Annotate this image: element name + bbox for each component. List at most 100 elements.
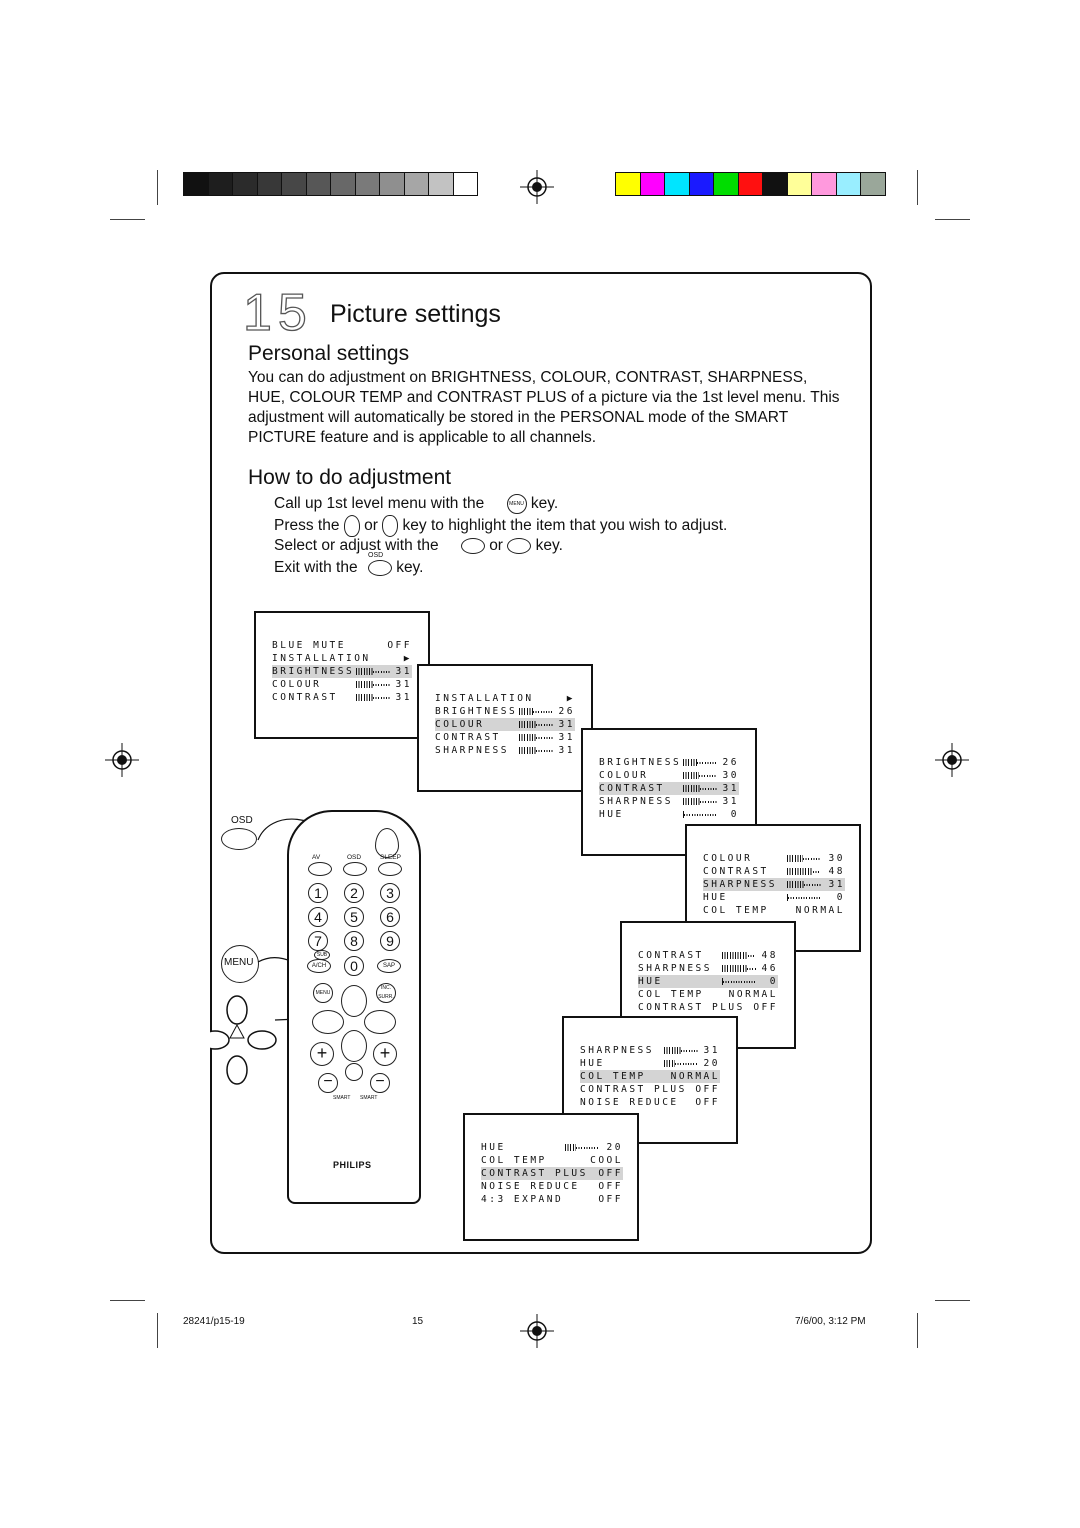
cursor-down-button[interactable] — [341, 1030, 367, 1062]
osd-row[interactable]: INSTALLATION▶ — [272, 652, 412, 665]
osd-row-highlighted[interactable]: CONTRAST 31 — [599, 782, 739, 795]
inc-surr-button[interactable]: INC. SURR. — [376, 983, 396, 1003]
osd-row-value: NORMAL — [670, 1071, 720, 1082]
gray-swatch — [453, 173, 477, 195]
up-key-icon — [343, 515, 360, 537]
osd-callout-button-icon — [221, 828, 257, 850]
osd-row-label: HUE — [481, 1142, 506, 1153]
osd-level-bar — [787, 855, 803, 862]
digit-0-button[interactable]: 0 — [344, 956, 364, 976]
ach-button[interactable]: A/CH — [307, 959, 331, 973]
digit-2-button[interactable]: 2 — [344, 883, 364, 903]
brand-logo: PHILIPS — [333, 1160, 372, 1170]
osd-row-value: 31 — [395, 666, 412, 677]
digit-4-button[interactable]: 4 — [308, 907, 328, 927]
digit-6-button[interactable]: 6 — [380, 907, 400, 927]
step-3-or: or — [489, 537, 503, 554]
digit-7-button[interactable]: 7 — [308, 931, 328, 951]
sap-button[interactable]: SAP — [377, 959, 401, 973]
digit-9-button[interactable]: 9 — [380, 931, 400, 951]
digit-8-button[interactable]: 8 — [344, 931, 364, 951]
osd-button[interactable] — [343, 862, 367, 876]
color-swatch — [738, 173, 763, 195]
volume-up-button[interactable]: + — [310, 1042, 334, 1066]
osd-level-bar-remainder — [723, 981, 756, 983]
step-4-text: Exit with the — [274, 559, 358, 576]
color-swatch — [665, 173, 690, 195]
osd-level-bar — [519, 747, 536, 754]
osd-level-bar-remainder — [748, 955, 756, 957]
osd-row-label: HUE — [580, 1058, 605, 1069]
step-4-end: key. — [396, 559, 424, 576]
channel-down-button[interactable]: − — [370, 1073, 390, 1093]
footer-file: 28241/p15-19 — [183, 1316, 245, 1327]
color-calibration-strip — [615, 172, 886, 196]
cursor-right-button[interactable] — [364, 1010, 396, 1034]
menu-button[interactable]: MENU — [313, 983, 333, 1003]
cursor-up-button[interactable] — [341, 985, 367, 1017]
cursor-left-button[interactable] — [312, 1010, 344, 1034]
section-number: 15 — [242, 283, 313, 342]
gray-swatch — [184, 173, 209, 195]
osd-row-label: CONTRAST — [703, 866, 769, 877]
digit-3-button[interactable]: 3 — [380, 883, 400, 903]
right-key-icon — [507, 537, 532, 554]
gray-swatch — [208, 173, 233, 195]
osd-level-bar-remainder — [803, 858, 821, 860]
osd-level-bar — [787, 894, 788, 901]
mute-button[interactable] — [345, 1063, 363, 1081]
osd-row-value: 31 — [558, 732, 575, 743]
page-title: Picture settings — [330, 300, 501, 328]
osd-row-label: CONTRAST — [599, 783, 665, 794]
osd-row-label: CONTRAST PLUS — [638, 1002, 745, 1013]
crop-mark — [917, 1313, 918, 1348]
volume-down-button[interactable]: − — [318, 1073, 338, 1093]
av-button[interactable] — [308, 862, 332, 876]
osd-row[interactable]: INSTALLATION▶ — [435, 692, 575, 705]
osd-level-bar-remainder — [373, 684, 390, 686]
osd-row-value: 31 — [722, 783, 739, 794]
sleep-button[interactable] — [378, 862, 402, 876]
digit-1-button[interactable]: 1 — [308, 883, 328, 903]
digit-5-button[interactable]: 5 — [344, 907, 364, 927]
osd-level-bar — [683, 759, 697, 766]
crop-mark — [157, 1313, 158, 1348]
osd-row-value: 26 — [558, 706, 575, 717]
left-key-icon — [460, 537, 485, 554]
power-button[interactable] — [375, 828, 399, 858]
channel-up-button[interactable]: + — [373, 1042, 397, 1066]
